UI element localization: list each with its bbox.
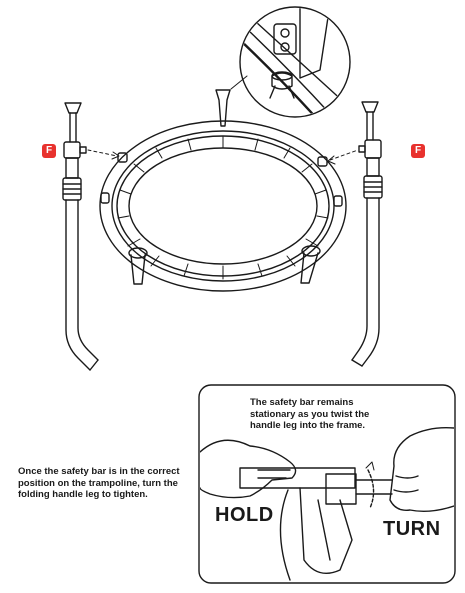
detail-magnifier-circle (239, 6, 351, 118)
trampoline-frame (99, 89, 347, 292)
guide-arrows (87, 149, 359, 161)
turn-label: TURN (383, 518, 441, 540)
part-label-f-left: F (42, 144, 56, 158)
handle-leg-right (351, 101, 383, 367)
handle-leg-left (62, 102, 99, 371)
hold-label: HOLD (215, 504, 274, 526)
instruction-text: Once the safety bar is in the correct po… (18, 466, 180, 500)
callout-text: The safety bar remains stationary as you… (250, 397, 370, 431)
hands-hold-turn (198, 384, 456, 584)
part-label-f-right: F (411, 144, 425, 158)
